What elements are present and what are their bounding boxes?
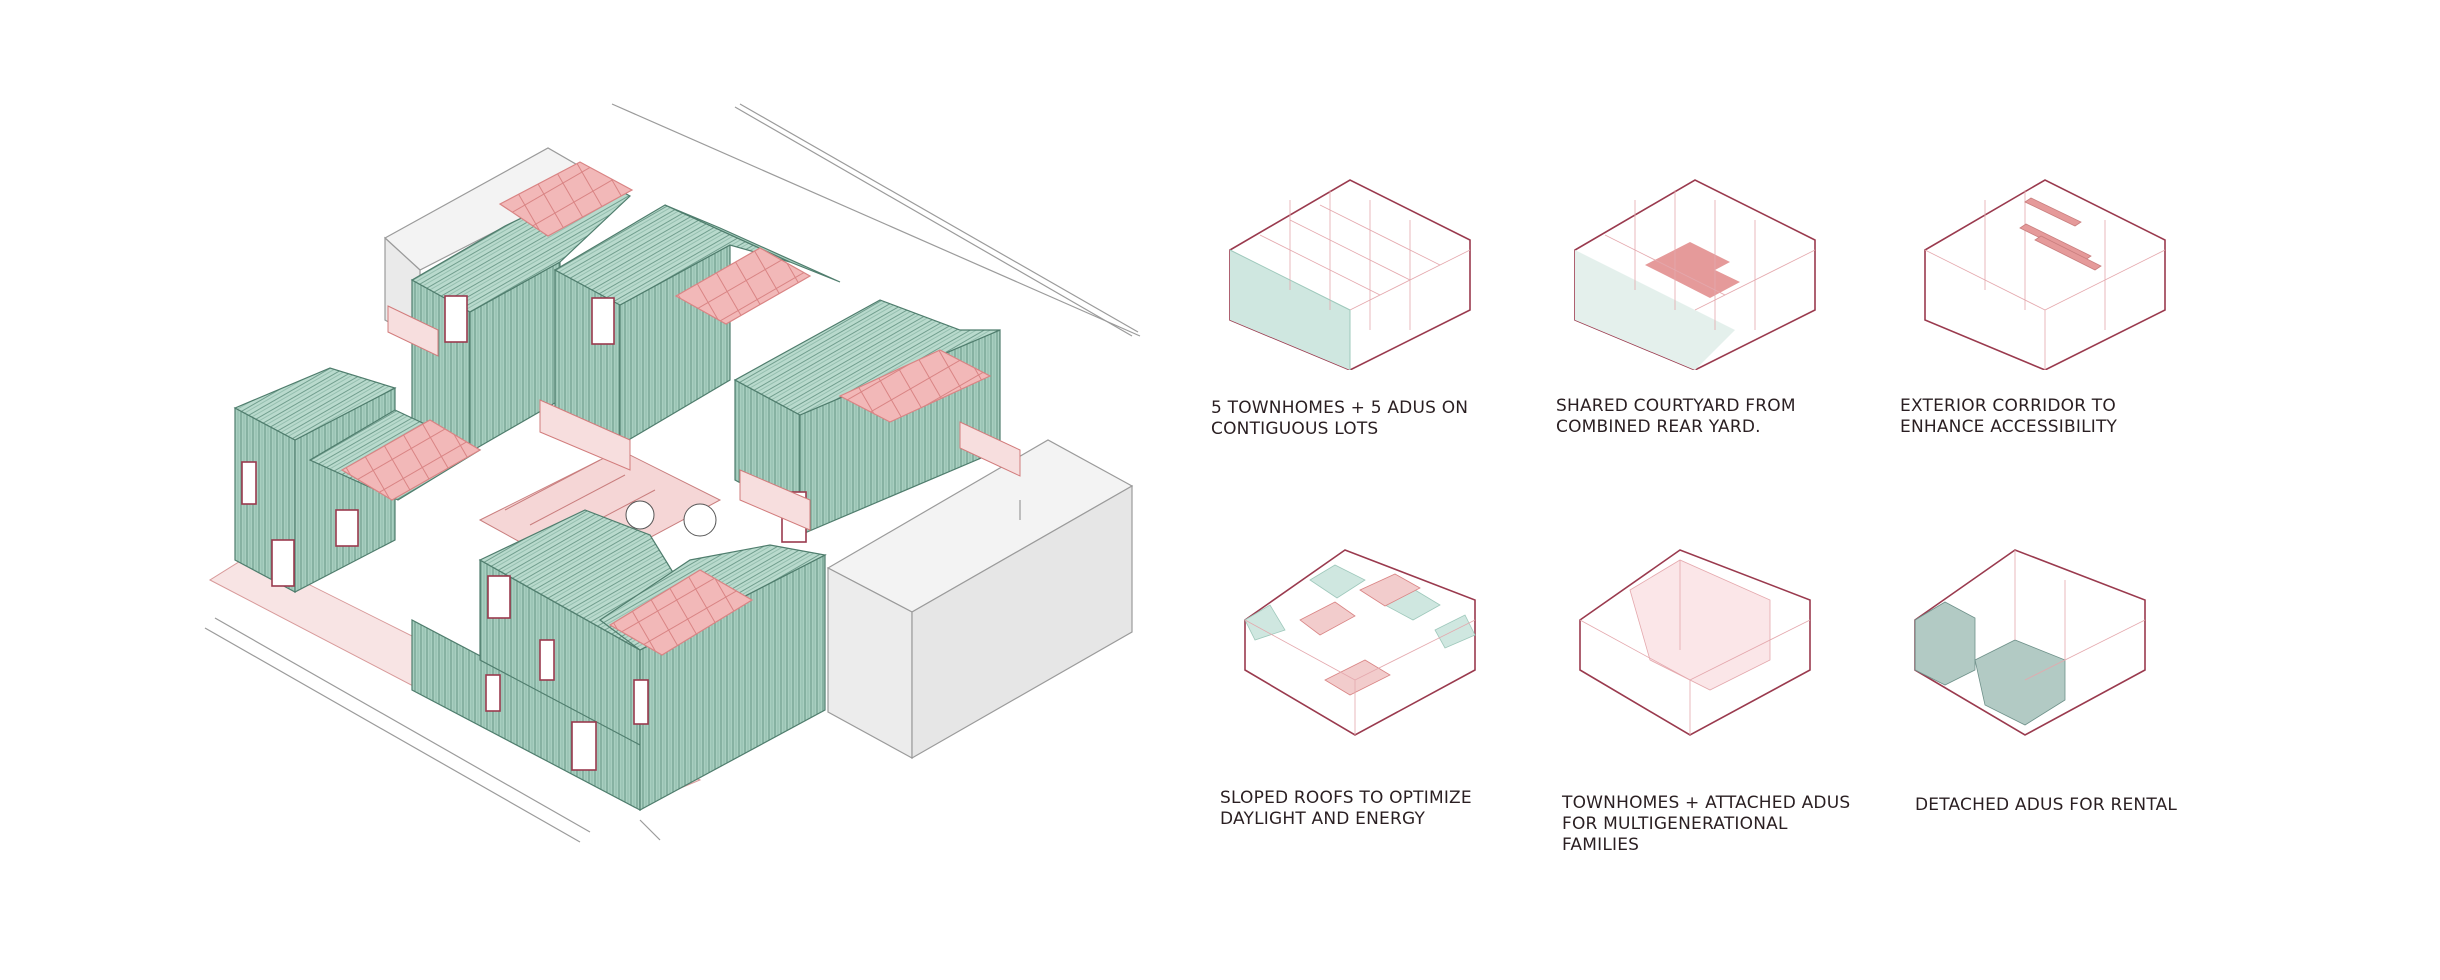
townhome-block-d: [233, 367, 482, 593]
diagram-exterior-corridor: [1924, 179, 2166, 370]
main-axonometric-drawing: [204, 103, 1141, 843]
caption-line: FAMILIES: [1562, 835, 1640, 855]
caption-line: ENHANCE ACCESSIBILITY: [1900, 417, 2118, 437]
townhome-block-b: [553, 204, 841, 447]
diagram-shared-courtyard: [1574, 179, 1816, 370]
townhome-block-a: [410, 161, 634, 454]
diagram-attached-adus: [1579, 549, 1811, 736]
caption-shared-courtyard: SHARED COURTYARD FROM COMBINED REAR YARD…: [1556, 396, 1796, 438]
solar-panel: [340, 419, 482, 501]
caption-sloped-roofs: SLOPED ROOFS TO OPTIMIZE DAYLIGHT AND EN…: [1220, 788, 1472, 830]
diagram-sloped-roofs: [1244, 549, 1476, 736]
caption-line: 5 TOWNHOMES + 5 ADUS ON: [1211, 398, 1469, 418]
caption-line: DAYLIGHT AND ENERGY: [1220, 809, 1426, 829]
diagram-contiguous-lots: [1229, 179, 1471, 370]
caption-line: FOR MULTIGENERATIONAL: [1562, 814, 1788, 834]
caption-contiguous-lots: 5 TOWNHOMES + 5 ADUS ON CONTIGUOUS LOTS: [1211, 398, 1468, 440]
caption-line: COMBINED REAR YARD.: [1556, 417, 1761, 437]
caption-line: SLOPED ROOFS TO OPTIMIZE: [1220, 788, 1472, 808]
neighbor-building: [826, 439, 1134, 760]
caption-line: EXTERIOR CORRIDOR TO: [1900, 396, 2116, 416]
solar-panel: [674, 247, 812, 325]
diagram-detached-adus: [1914, 549, 2146, 736]
caption-line: DETACHED ADUS FOR RENTAL: [1915, 795, 2178, 815]
balconies: [387, 305, 1021, 531]
caption-attached-adus: TOWNHOMES + ATTACHED ADUS FOR MULTIGENER…: [1562, 793, 1850, 856]
townhome-block-e: [411, 509, 827, 812]
solar-panel: [838, 349, 992, 423]
caption-line: TOWNHOMES + ATTACHED ADUS: [1562, 793, 1851, 813]
caption-line: SHARED COURTYARD FROM: [1556, 396, 1796, 416]
caption-exterior-corridor: EXTERIOR CORRIDOR TO ENHANCE ACCESSIBILI…: [1900, 396, 2117, 438]
solar-panel: [608, 569, 754, 656]
caption-line: CONTIGUOUS LOTS: [1211, 419, 1379, 439]
caption-detached-adus: DETACHED ADUS FOR RENTAL: [1915, 795, 2177, 816]
site-lines: [204, 103, 1141, 843]
townhome-block-c: [733, 299, 1001, 543]
solar-panel: [498, 161, 634, 237]
